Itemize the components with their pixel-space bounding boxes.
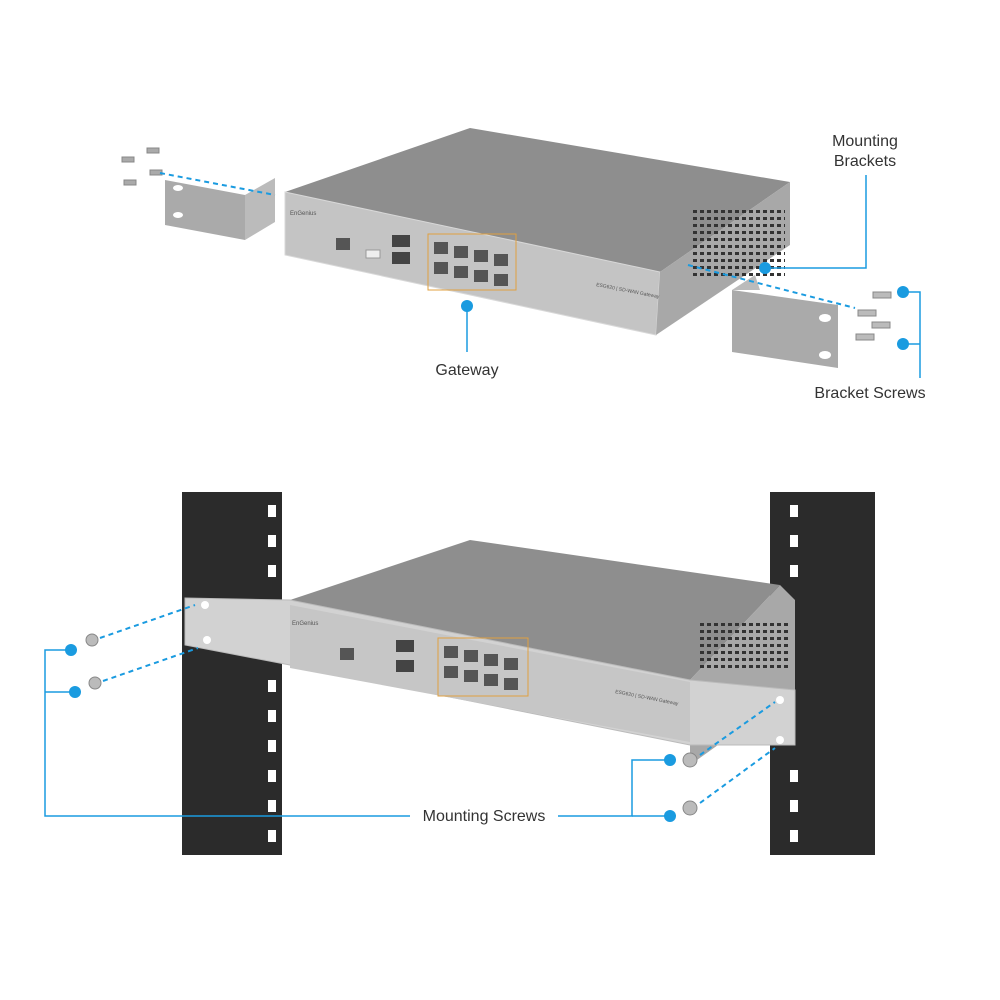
bracket-screws-right bbox=[855, 291, 892, 341]
callout-dots-bottom bbox=[65, 644, 676, 822]
gateway-rack: EnGenius ESG620 | SD-WAN Gateway bbox=[184, 540, 796, 765]
gateway-top: EnGenius ESG620 | SD-WAN Gateway bbox=[284, 128, 790, 336]
label-mounting-brackets: Mounting Brackets bbox=[800, 132, 930, 172]
brand-logo: EnGenius bbox=[290, 211, 316, 217]
mounting-bracket-right bbox=[732, 275, 838, 368]
rack-post-left bbox=[182, 492, 282, 855]
label-bracket-screws: Bracket Screws bbox=[814, 385, 926, 402]
label-gateway: Gateway bbox=[435, 362, 499, 379]
brand-logo: EnGenius bbox=[292, 621, 318, 627]
label-mounting-screws: Mounting Screws bbox=[422, 808, 546, 825]
callout-dots-top bbox=[461, 262, 909, 350]
mounting-screws bbox=[85, 633, 698, 816]
screw-direction-lines bbox=[99, 604, 776, 804]
label-line: Mounting bbox=[832, 133, 898, 150]
mounting-bracket-left bbox=[165, 178, 275, 240]
label-line: Brackets bbox=[833, 153, 897, 170]
bracket-screws-left bbox=[121, 147, 163, 186]
